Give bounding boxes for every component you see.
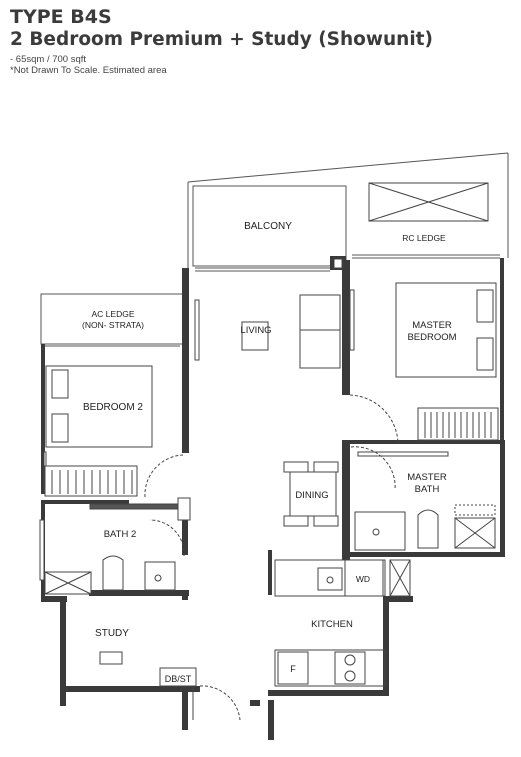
master-bed	[349, 282, 499, 444]
label-fridge: F	[290, 664, 296, 674]
label-db-st: DB/ST	[165, 674, 192, 684]
label-wd: WD	[356, 574, 370, 584]
master-bath-fixtures	[350, 446, 496, 551]
label-ac-ledge: AC LEDGE	[92, 309, 135, 319]
plan-header: TYPE B4S 2 Bedroom Premium + Study (Show…	[10, 6, 433, 76]
unit-name: 2 Bedroom Premium + Study (Showunit)	[10, 29, 433, 50]
living-furniture	[241, 294, 341, 369]
bath2-fixtures	[44, 519, 185, 595]
study-fixtures	[99, 651, 241, 721]
dining-table	[283, 461, 339, 527]
label-master-bath: MASTER	[407, 472, 447, 483]
kitchen-fixtures	[274, 559, 411, 687]
scale-note: *Not Drawn To Scale. Estimated area	[10, 65, 167, 76]
label-living: LIVING	[240, 325, 271, 336]
label-bedroom2: BEDROOM 2	[83, 402, 143, 413]
unit-area: - 65sqm / 700 sqft	[10, 54, 87, 65]
bedroom2-furniture	[44, 365, 191, 521]
unit-type: TYPE B4S	[10, 6, 112, 28]
walls	[41, 256, 505, 740]
label-ac-ledge-sub: (NON- STRATA)	[82, 320, 144, 330]
label-balcony: BALCONY	[244, 221, 292, 232]
label-master-bath-2: BATH	[415, 484, 440, 495]
label-rc-ledge: RC LEDGE	[402, 233, 446, 243]
rc-ledge-unit	[333, 182, 489, 269]
label-dining: DINING	[295, 490, 328, 501]
label-master-bedroom-2: BEDROOM	[407, 332, 456, 343]
label-study: STUDY	[95, 628, 129, 639]
label-kitchen: KITCHEN	[311, 619, 353, 630]
label-master-bedroom: MASTER	[412, 320, 452, 331]
label-bath2: BATH 2	[104, 529, 137, 540]
